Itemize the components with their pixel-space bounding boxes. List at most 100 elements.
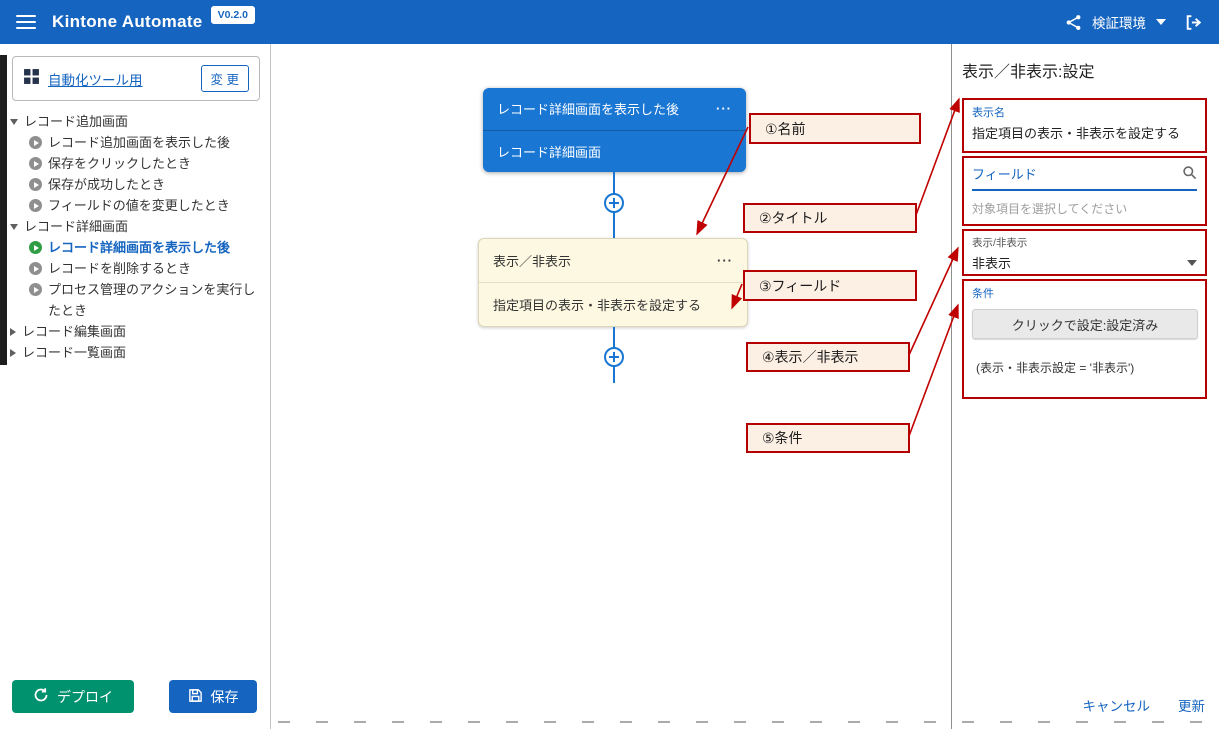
field-search-input[interactable]: フィールド <box>972 162 1197 191</box>
environment-selector[interactable]: 検証環境 <box>1092 16 1146 31</box>
topbar-right: 検証環境 <box>1065 12 1203 32</box>
update-link[interactable]: 更新 <box>1178 699 1205 714</box>
tree-item-label: レコード追加画面を表示した後 <box>48 135 231 150</box>
app-title: Kintone Automate <box>52 12 203 31</box>
event-icon <box>29 178 42 191</box>
plus-icon <box>604 347 624 367</box>
visibility-label: 表示/非表示 <box>972 237 1028 249</box>
tree-item[interactable]: 保存が成功したとき <box>10 174 266 195</box>
tree-item[interactable]: フィールドの値を変更したとき <box>10 195 266 216</box>
tree-group-record-list[interactable]: レコード一覧画面 <box>10 342 266 363</box>
tree-item-label: 保存が成功したとき <box>48 177 166 192</box>
cancel-link[interactable]: キャンセル <box>1082 699 1151 714</box>
event-icon <box>29 157 42 170</box>
panel-actions: キャンセル 更新 <box>1083 695 1206 715</box>
event-icon <box>29 262 42 275</box>
deploy-button-label: デプロイ <box>57 688 113 705</box>
tree-item-label: レコードを削除するとき <box>48 261 192 276</box>
condition-config-button[interactable]: クリックで設定:設定済み <box>972 309 1198 339</box>
tree-group-record-edit[interactable]: レコード編集画面 <box>10 321 266 342</box>
callout-label: ②タイトル <box>759 210 828 226</box>
chevron-down-icon[interactable] <box>1156 19 1166 25</box>
divider <box>483 129 746 131</box>
tree-group-label: レコード詳細画面 <box>24 219 129 234</box>
event-icon <box>29 241 42 254</box>
version-badge: V0.2.0 <box>210 6 255 24</box>
action-node[interactable]: 表示／非表示 ··· 指定項目の表示・非表示を設定する <box>478 238 748 327</box>
trigger-node[interactable]: レコード詳細画面を表示した後 ··· レコード詳細画面 <box>483 88 746 172</box>
deploy-button[interactable]: デプロイ <box>12 680 134 713</box>
action-node-title: 表示／非表示 <box>493 254 572 269</box>
visibility-select[interactable]: 表示/非表示 非表示 <box>962 229 1207 276</box>
save-button[interactable]: 保存 <box>169 680 257 713</box>
callout-label: ⑤条件 <box>762 430 803 446</box>
share-icon[interactable] <box>1065 14 1082 31</box>
menu-icon[interactable] <box>16 15 36 29</box>
tree-item-label: レコード詳細画面を表示した後 <box>48 240 231 255</box>
app-selector-box: 自動化ツール用 変 更 <box>12 56 260 101</box>
tree-group-label: レコード一覧画面 <box>22 345 127 360</box>
tree-item[interactable]: レコードを削除するとき <box>10 258 266 279</box>
display-name-field[interactable]: 表示名 指定項目の表示・非表示を設定する <box>962 98 1207 153</box>
visibility-value: 非表示 <box>972 256 1012 271</box>
save-icon <box>188 688 203 706</box>
callout-title: ②タイトル <box>743 203 917 233</box>
flow-canvas: レコード詳細画面を表示した後 ··· レコード詳細画面 表示／非表示 ··· 指… <box>272 44 951 729</box>
search-icon[interactable] <box>1182 165 1197 183</box>
add-node-button[interactable] <box>603 192 625 214</box>
event-icon <box>29 136 42 149</box>
display-name-value[interactable]: 指定項目の表示・非表示を設定する <box>972 126 1181 141</box>
trigger-node-subtitle: レコード詳細画面 <box>497 144 602 160</box>
canvas-grid-dashes <box>278 721 1217 723</box>
callout-label: ①名前 <box>765 120 806 137</box>
chevron-right-icon <box>10 348 16 357</box>
event-icon <box>29 199 42 212</box>
tree-item-selected[interactable]: レコード詳細画面を表示した後 <box>10 237 266 258</box>
field-selector[interactable]: フィールド 対象項目を選択してください <box>962 156 1207 226</box>
plus-icon <box>604 193 624 213</box>
trigger-node-title: レコード詳細画面を表示した後 <box>497 102 680 118</box>
callout-condition: ⑤条件 <box>746 423 910 453</box>
field-label: フィールド <box>972 167 1037 182</box>
app-name-link[interactable]: 自動化ツール用 <box>48 72 143 88</box>
event-tree: レコード追加画面 レコード追加画面を表示した後 保存をクリックしたとき 保存が成… <box>0 107 270 363</box>
settings-panel: 表示／非表示:設定 表示名 指定項目の表示・非表示を設定する フィールド 対象項… <box>951 44 1219 729</box>
callout-name: ①名前 <box>749 113 921 144</box>
callout-label: ④表示／非表示 <box>762 349 859 365</box>
tree-item-label: 保存をクリックしたとき <box>48 156 192 171</box>
chevron-down-icon <box>10 223 18 230</box>
change-app-button[interactable]: 変 更 <box>200 65 249 92</box>
sidebar-actions: デプロイ 保存 <box>12 680 257 713</box>
tree-item-label: プロセス管理のアクションを実行したとき <box>48 282 256 318</box>
action-node-subtitle: 指定項目の表示・非表示を設定する <box>493 298 702 313</box>
tree-item-label: フィールドの値を変更したとき <box>48 198 230 213</box>
app-blocks-icon <box>23 68 40 90</box>
condition-section: 条件 クリックで設定:設定済み (表示・非表示設定 = '非表示') <box>962 279 1207 399</box>
node-menu-icon[interactable]: ··· <box>717 253 733 268</box>
logout-icon[interactable] <box>1184 13 1203 32</box>
tree-group-record-add[interactable]: レコード追加画面 <box>10 111 266 132</box>
chevron-right-icon <box>10 327 16 336</box>
condition-label: 条件 <box>972 288 994 300</box>
callout-label: ③フィールド <box>759 277 842 294</box>
node-menu-icon[interactable]: ··· <box>716 101 732 117</box>
callout-field: ③フィールド <box>743 270 917 301</box>
condition-summary: (表示・非表示設定 = '非表示') <box>976 361 1135 375</box>
tree-item[interactable]: レコード追加画面を表示した後 <box>10 132 266 153</box>
tree-item[interactable]: プロセス管理のアクションを実行したとき <box>10 279 266 321</box>
tree-item[interactable]: 保存をクリックしたとき <box>10 153 266 174</box>
display-name-label: 表示名 <box>972 107 1005 119</box>
panel-title: 表示／非表示:設定 <box>962 64 1095 81</box>
save-button-label: 保存 <box>210 688 239 705</box>
refresh-icon <box>33 687 49 706</box>
topbar: Kintone Automate V0.2.0 検証環境 <box>0 0 1219 44</box>
add-node-button[interactable] <box>603 346 625 368</box>
chevron-down-icon <box>10 118 18 125</box>
tree-group-label: レコード編集画面 <box>22 324 127 339</box>
chevron-down-icon[interactable] <box>1187 259 1197 266</box>
tree-group-record-detail[interactable]: レコード詳細画面 <box>10 216 266 237</box>
sidebar: 自動化ツール用 変 更 レコード追加画面 レコード追加画面を表示した後 保存をク… <box>0 44 271 729</box>
callout-visibility: ④表示／非表示 <box>746 342 910 372</box>
sidebar-scrollbar[interactable] <box>0 55 7 365</box>
